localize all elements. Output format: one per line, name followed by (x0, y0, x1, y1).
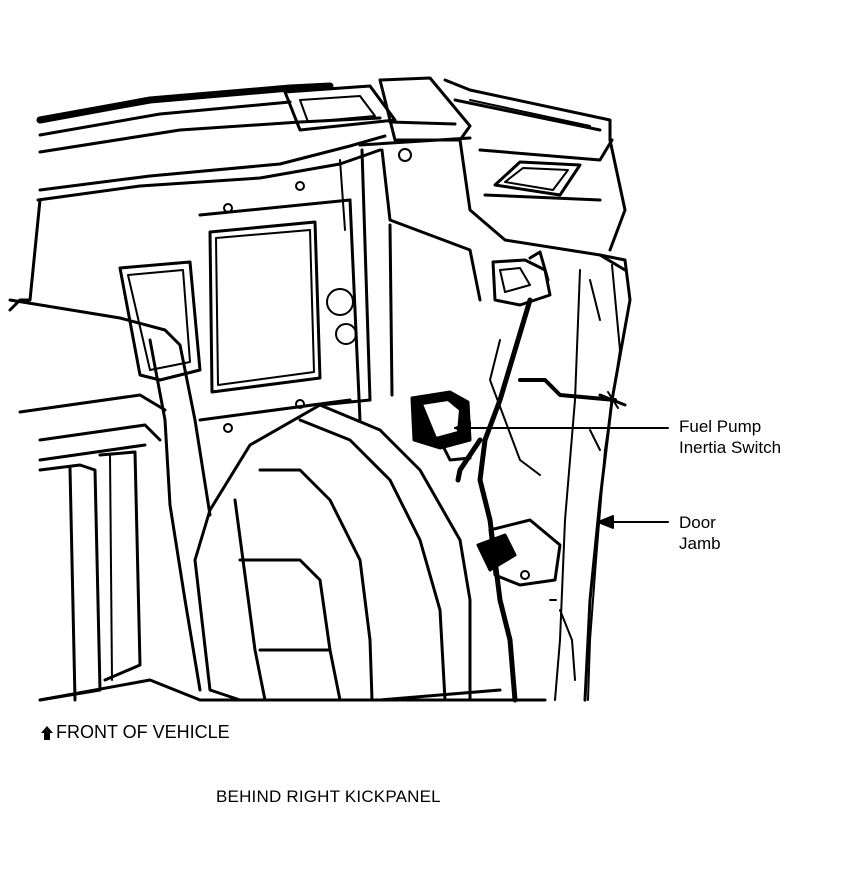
lower-connector (476, 518, 576, 681)
dashboard-top (36, 76, 472, 202)
wheel-well (193, 148, 547, 702)
fuel-pump-label-line2: Inertia Switch (679, 438, 782, 457)
fuel-pump-inertia-switch-label: Fuel Pump Inertia Switch (679, 416, 781, 458)
door-jamb-label-line1: Door (679, 513, 716, 532)
fuel-pump-label-line1: Fuel Pump (679, 417, 762, 436)
front-of-vehicle-label: FRONT OF VEHICLE (40, 722, 230, 743)
door-jamb-label-line2: Jamb (679, 534, 721, 553)
door-jamb-lines (554, 253, 632, 702)
door-upper (443, 78, 627, 272)
diagram-caption: BEHIND RIGHT KICKPANEL (216, 787, 441, 806)
door-jamb-label: Door Jamb (679, 512, 721, 554)
front-of-vehicle-text: FRONT OF VEHICLE (56, 722, 230, 742)
fuel-pump-inertia-switch (410, 390, 472, 462)
upper-bracket (491, 250, 552, 307)
lower-dash-panels (8, 159, 362, 702)
callout-leaders (454, 391, 669, 529)
wiring-harness (455, 297, 617, 703)
front-arrow-icon (41, 725, 53, 740)
